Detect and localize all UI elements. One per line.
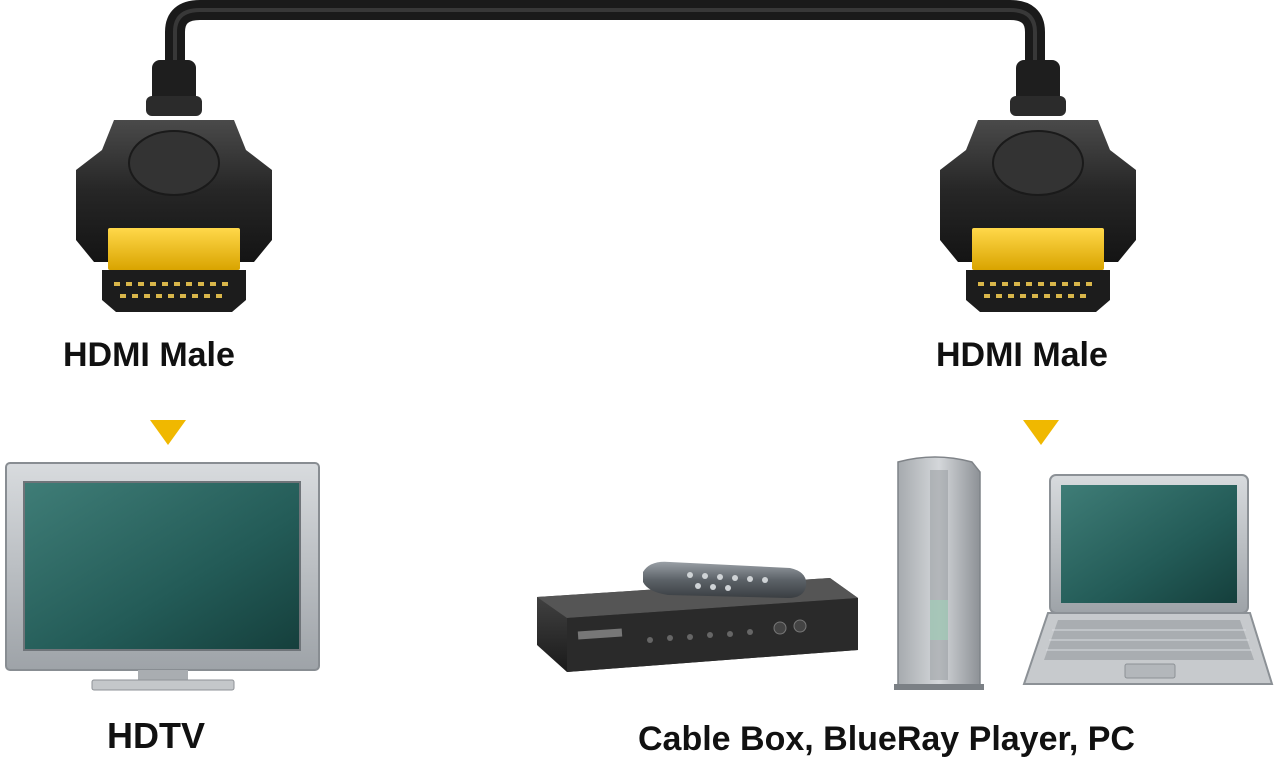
right-plug-label: HDMI Male (936, 336, 1108, 374)
left-hdmi-plug-icon (76, 60, 272, 312)
right-device-label: Cable Box, BlueRay Player, PC (638, 720, 1135, 758)
hdmi-cable (165, 0, 1045, 90)
laptop-icon (1022, 474, 1274, 685)
pc-tower-icon (894, 456, 984, 690)
right-hdmi-plug-icon (940, 60, 1136, 312)
right-down-arrow-icon (1023, 420, 1059, 445)
hdtv-icon (5, 462, 320, 691)
left-down-arrow-icon (150, 420, 186, 445)
left-device-label: HDTV (107, 715, 205, 756)
left-plug-label: HDMI Male (63, 336, 235, 374)
remote-icon (643, 561, 807, 598)
